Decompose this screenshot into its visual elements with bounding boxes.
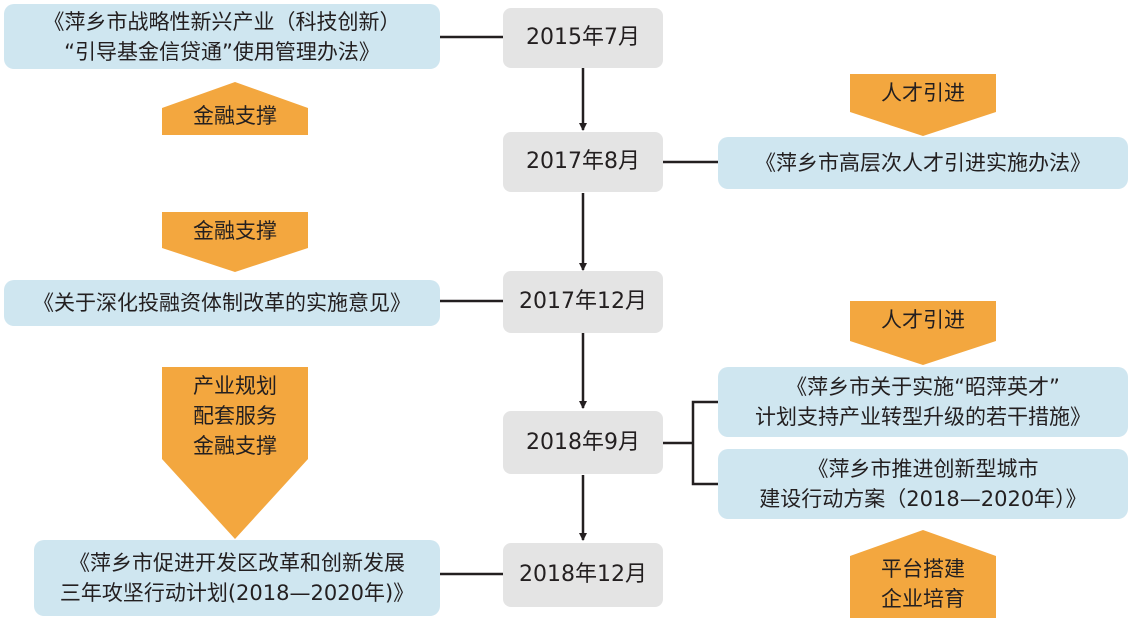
tag-label: 人才引进 bbox=[881, 81, 965, 105]
tag-label: 平台搭建 bbox=[881, 557, 965, 581]
document-title-line: 《萍乡市推进创新型城市 bbox=[807, 457, 1039, 481]
document-title-line: 计划支持产业转型升级的若干措施》 bbox=[755, 405, 1091, 429]
date-box-2018-12: 2018年12月 bbox=[503, 543, 663, 607]
document-box-2: 《萍乡市高层次人才引进实施办法》 bbox=[718, 137, 1128, 189]
date-box-2017-12: 2017年12月 bbox=[503, 271, 663, 333]
date-label: 2018年12月 bbox=[519, 562, 647, 587]
tag-label: 金融支撑 bbox=[193, 434, 277, 458]
date-box-2015-07: 2015年7月 bbox=[503, 8, 663, 68]
tag-label: 金融支撑 bbox=[193, 219, 277, 243]
document-box-5: 《萍乡市推进创新型城市 建设行动方案（2018—2020年）》 bbox=[718, 449, 1128, 519]
document-title-line: 《萍乡市关于实施“昭萍英才” bbox=[786, 375, 1060, 399]
date-label: 2017年12月 bbox=[519, 289, 647, 314]
date-label: 2018年9月 bbox=[526, 429, 640, 455]
document-title-line: 三年攻坚行动计划(2018—2020年)》 bbox=[59, 581, 415, 605]
date-label: 2017年8月 bbox=[526, 149, 640, 174]
document-box-3: 《关于深化投融资体制改革的实施意见》 bbox=[4, 280, 440, 326]
date-label: 2015年7月 bbox=[526, 25, 640, 50]
document-title-line: 《萍乡市促进开发区改革和创新发展 bbox=[69, 551, 405, 575]
date-box-2017-08: 2017年8月 bbox=[503, 132, 663, 192]
tag-label: 金融支撑 bbox=[193, 104, 277, 128]
document-box-4: 《萍乡市关于实施“昭萍英才” 计划支持产业转型升级的若干措施》 bbox=[718, 367, 1128, 437]
document-box-6: 《萍乡市促进开发区改革和创新发展 三年攻坚行动计划(2018—2020年)》 bbox=[34, 540, 440, 616]
document-title-line: 《萍乡市战略性新兴产业（科技创新） bbox=[43, 9, 401, 34]
tag-label: 人才引进 bbox=[881, 308, 965, 332]
document-title-line: 《萍乡市高层次人才引进实施办法》 bbox=[755, 151, 1091, 175]
tag-label: 企业培育 bbox=[881, 587, 965, 611]
document-title-line: “引导基金信贷通”使用管理办法》 bbox=[64, 39, 380, 64]
bracket-doc4-doc5 bbox=[691, 400, 718, 486]
date-box-2018-09: 2018年9月 bbox=[503, 411, 663, 474]
document-title-line: 《关于深化投融资体制改革的实施意见》 bbox=[33, 291, 411, 315]
document-box-1: 《萍乡市战略性新兴产业（科技创新） “引导基金信贷通”使用管理办法》 bbox=[4, 4, 440, 69]
document-title-line: 建设行动方案（2018—2020年）》 bbox=[759, 487, 1087, 511]
tag-label: 配套服务 bbox=[193, 404, 277, 428]
tag-label: 产业规划 bbox=[193, 374, 277, 398]
